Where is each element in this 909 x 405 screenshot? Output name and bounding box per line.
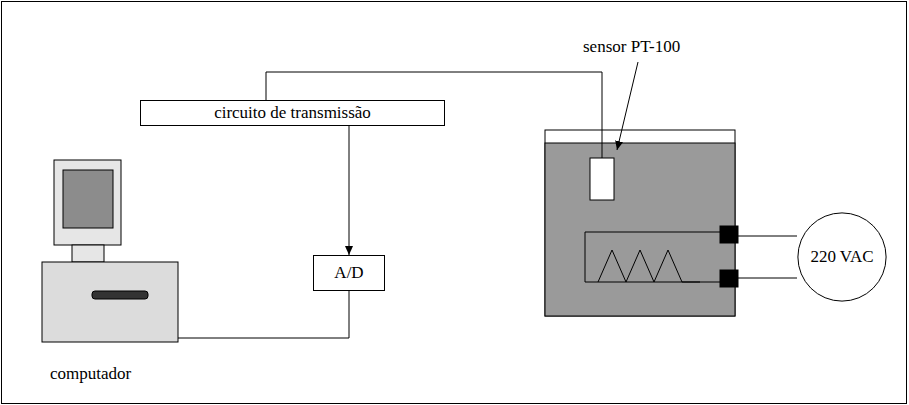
node-text: circuito de transmissão — [214, 103, 371, 123]
heater — [585, 232, 720, 282]
process-box: circuito de transmissão — [140, 100, 445, 126]
device-label: computador — [50, 364, 131, 384]
arrow-connector — [349, 126, 350, 255]
computer-icon — [42, 160, 178, 342]
tank — [545, 130, 738, 316]
heater-coil — [598, 250, 700, 282]
converter-box: A/D — [313, 255, 385, 291]
terminal — [720, 270, 738, 287]
wire — [178, 62, 797, 338]
terminal — [720, 226, 738, 243]
node-text: 220 VAC — [810, 247, 873, 267]
leader-line — [617, 62, 638, 150]
node-text: A/D — [334, 263, 363, 283]
sensor-label: sensor PT-100 — [583, 37, 680, 57]
pt100-sensor — [590, 158, 614, 200]
power-source: 220 VAC — [797, 212, 887, 302]
